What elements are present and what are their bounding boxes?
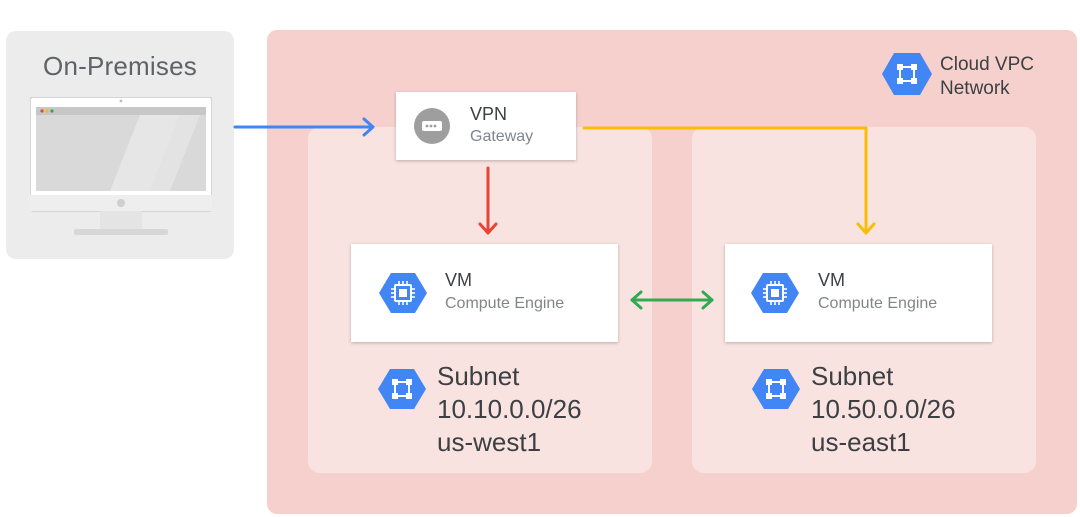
- subnet-west-label: Subnet 10.10.0.0/26 us-west1: [437, 360, 582, 459]
- subnet-west-title: Subnet: [437, 361, 520, 391]
- cloud-vpc-title-line2: Network: [940, 78, 1010, 99]
- subnet-icon: [378, 369, 426, 409]
- vpn-gateway-card: VPN Gateway: [396, 92, 576, 160]
- vm-east-title: VM: [818, 270, 845, 290]
- subnet-east-title: Subnet: [811, 361, 894, 391]
- on-premises-box: On-Premises: [6, 31, 234, 259]
- compute-engine-icon: [379, 273, 427, 313]
- subnet-east-region: us-east1: [811, 427, 911, 457]
- subnet-west-region: us-west1: [437, 427, 542, 457]
- cloud-vpc-title-line1: Cloud VPC: [940, 54, 1034, 75]
- subnet-west-cidr: 10.10.0.0/26: [437, 394, 582, 424]
- desktop-computer-icon: [30, 97, 212, 235]
- subnet-icon: [752, 369, 800, 409]
- vm-card-east: VM Compute Engine: [725, 244, 992, 342]
- subnet-east-label: Subnet 10.50.0.0/26 us-east1: [811, 360, 956, 459]
- vpn-gateway-subtitle: Gateway: [470, 128, 534, 145]
- compute-engine-icon: [751, 273, 799, 313]
- vpc-network-icon: [882, 53, 932, 95]
- vm-west-title: VM: [445, 270, 472, 290]
- vpn-gateway-icon: [414, 108, 450, 144]
- subnet-east-cidr: 10.50.0.0/26: [811, 394, 956, 424]
- vm-card-west: VM Compute Engine: [351, 244, 618, 342]
- cloud-vpc-network-title: Cloud VPC Network: [940, 53, 1034, 101]
- vpn-gateway-title: VPN: [470, 104, 508, 124]
- on-premises-title: On-Premises: [43, 51, 197, 81]
- vm-west-subtitle: Compute Engine: [445, 295, 565, 312]
- vm-east-subtitle: Compute Engine: [818, 295, 938, 312]
